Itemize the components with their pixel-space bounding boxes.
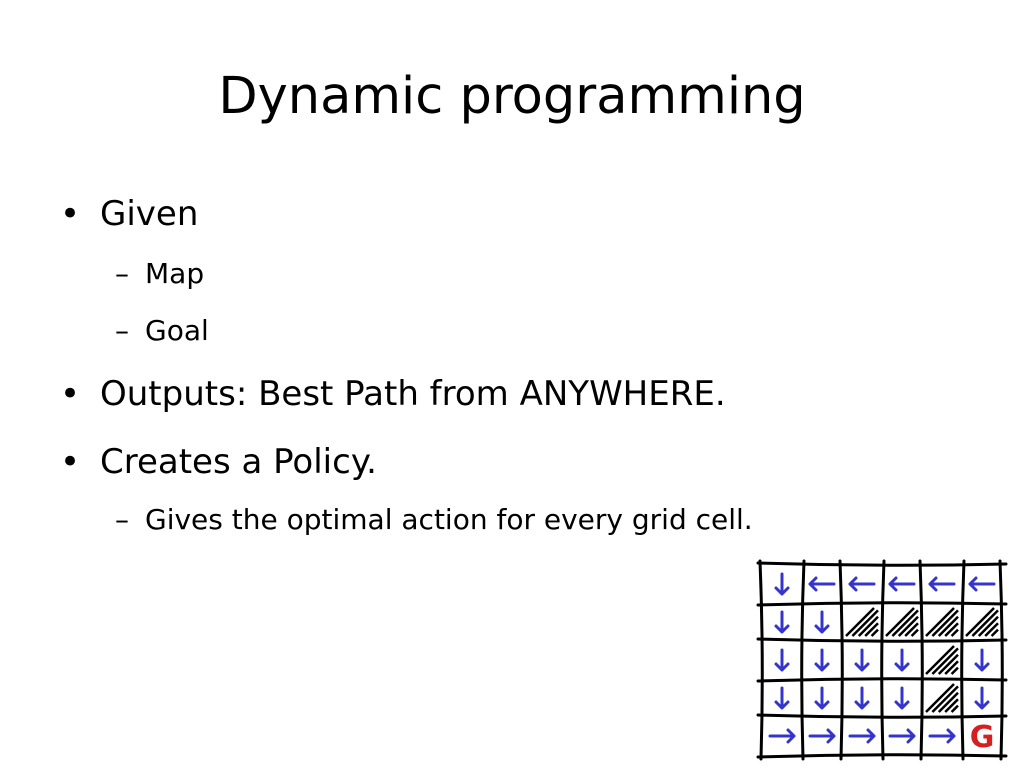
- bullet-glyph: •: [60, 374, 81, 414]
- down-arrow-icon: [814, 686, 830, 710]
- down-arrow-icon: [774, 572, 790, 596]
- obstacle-hatch-line: [925, 607, 955, 637]
- policy-grid-illustration: G: [756, 559, 1008, 761]
- obstacle-hatch-line: [977, 615, 999, 637]
- down-arrow-icon: [814, 610, 830, 634]
- obstacle-hatch-line: [937, 615, 959, 637]
- obstacle-hatch-line: [950, 704, 959, 713]
- bullet-item: •: [60, 372, 80, 416]
- grid-line-vertical: [800, 559, 806, 761]
- grid-line-vertical: [838, 559, 844, 761]
- sub-bullet-text: Goal: [145, 314, 209, 347]
- obstacle-hatch-line: [931, 609, 959, 637]
- obstacle-hatch-line: [891, 609, 919, 637]
- down-arrow-icon: [774, 610, 790, 634]
- bullet-glyph: •: [60, 442, 81, 482]
- obstacle-hatch-line: [937, 691, 959, 713]
- bullet-text: Given: [100, 194, 199, 234]
- down-arrow-icon: [814, 648, 830, 672]
- sub-bullet-text: Map: [145, 257, 205, 290]
- obstacle-hatch-line: [984, 622, 999, 637]
- left-arrow-icon: [968, 576, 996, 592]
- left-arrow-icon: [848, 576, 876, 592]
- right-arrow-icon: [928, 728, 956, 744]
- obstacle-hatch-line: [944, 660, 959, 675]
- obstacle-hatch-line: [857, 615, 879, 637]
- sub-bullet-dash: –: [115, 257, 129, 290]
- obstacle-hatch-line: [950, 628, 959, 637]
- goal-cell-label: G: [970, 720, 995, 755]
- grid-line-horizontal: [756, 561, 1008, 567]
- bullet-text: Outputs: Best Path from ANYWHERE.: [100, 374, 726, 414]
- obstacle-hatch-line: [944, 622, 959, 637]
- obstacle-hatch-line: [931, 647, 959, 675]
- sub-bullet-dash: –: [115, 314, 129, 347]
- grid-line-vertical: [880, 559, 886, 761]
- obstacle-hatch-line: [910, 628, 919, 637]
- obstacle-hatch-line: [870, 628, 879, 637]
- right-arrow-icon: [808, 728, 836, 744]
- down-arrow-icon: [974, 686, 990, 710]
- down-arrow-icon: [774, 686, 790, 710]
- bullet-glyph: •: [60, 194, 81, 234]
- grid-line-vertical: [960, 559, 966, 761]
- down-arrow-icon: [974, 648, 990, 672]
- grid-line-vertical: [918, 559, 924, 761]
- obstacle-hatch-line: [851, 609, 879, 637]
- down-arrow-icon: [854, 648, 870, 672]
- left-arrow-icon: [808, 576, 836, 592]
- down-arrow-icon: [894, 648, 910, 672]
- grid-line-vertical: [998, 559, 1004, 761]
- obstacle-hatch-line: [885, 607, 915, 637]
- down-arrow-icon: [894, 686, 910, 710]
- obstacle-hatch-line: [864, 622, 879, 637]
- obstacle-hatch-line: [990, 628, 999, 637]
- bullet-text: Creates a Policy.: [100, 442, 377, 482]
- sub-bullet-text: Gives the optimal action for every grid …: [145, 503, 753, 536]
- obstacle-hatch-line: [965, 607, 995, 637]
- obstacle-hatch-line: [845, 607, 875, 637]
- right-arrow-icon: [888, 728, 916, 744]
- obstacle-hatch-line: [925, 645, 955, 675]
- obstacle-hatch-line: [950, 666, 959, 675]
- obstacle-hatch-line: [925, 683, 955, 713]
- down-arrow-icon: [854, 686, 870, 710]
- bullet-item: •: [60, 440, 80, 484]
- obstacle-hatch-line: [897, 615, 919, 637]
- down-arrow-icon: [774, 648, 790, 672]
- left-arrow-icon: [888, 576, 916, 592]
- obstacle-hatch-line: [937, 653, 959, 675]
- right-arrow-icon: [768, 728, 796, 744]
- obstacle-hatch-line: [931, 685, 959, 713]
- slide-title: Dynamic programming: [218, 67, 806, 126]
- sub-bullet-dash: –: [115, 503, 129, 536]
- obstacle-hatch-line: [971, 609, 999, 637]
- obstacle-hatch-line: [904, 622, 919, 637]
- grid-line-vertical: [758, 559, 764, 761]
- bullet-item: •: [60, 192, 80, 236]
- obstacle-hatch-line: [944, 698, 959, 713]
- right-arrow-icon: [848, 728, 876, 744]
- left-arrow-icon: [928, 576, 956, 592]
